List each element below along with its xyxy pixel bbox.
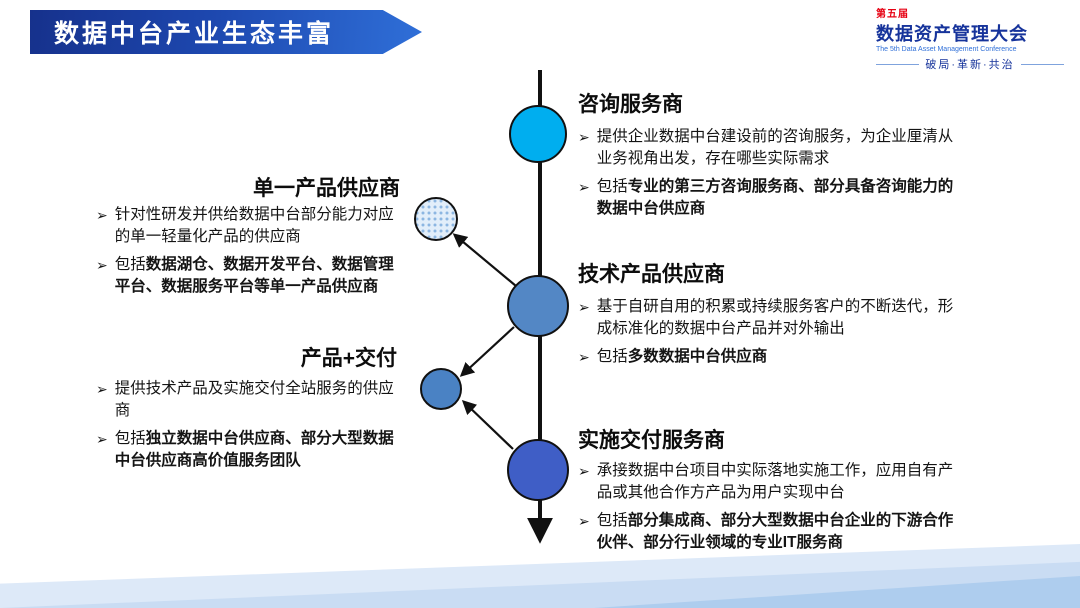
bullet-arrow-icon: ➢: [578, 129, 590, 145]
delivery-node: [507, 439, 569, 501]
bullet-item: ➢ 包括多数数据中台供应商: [578, 346, 966, 368]
bullet-item: ➢ 包括数据湖仓、数据开发平台、数据管理平台、数据服务平台等单一产品供应商: [96, 254, 396, 297]
bullet-item: ➢ 提供技术产品及实施交付全站服务的供应商: [96, 378, 396, 421]
logo-subtitle: The 5th Data Asset Management Conference: [876, 46, 1017, 53]
bullet-list-product-delivery: ➢ 提供技术产品及实施交付全站服务的供应商 ➢ 包括独立数据中台供应商、部分大型数据中…: [96, 378, 396, 479]
bullet-text: 基于自研自用的积累或持续服务客户的不断迭代，形成标准化的数据中台产品并对外输出: [596, 298, 954, 337]
bullet-item: ➢ 承接数据中台项目中实际落地实施工作，应用自有产品或其他合作方产品为用户实现中台: [578, 460, 966, 503]
section-heading-consulting: 咨询服务商: [578, 93, 683, 116]
bullet-item: ➢ 包括独立数据中台供应商、部分大型数据中台供应商高价值服务团队: [96, 428, 396, 471]
bullet-text: 提供技术产品及实施交付全站服务的供应商: [114, 380, 394, 419]
bullet-list-tech-product: ➢ 基于自研自用的积累或持续服务客户的不断迭代，形成标准化的数据中台产品并对外输出…: [578, 296, 966, 376]
consulting-node: [509, 105, 567, 163]
section-heading-tech-product: 技术产品供应商: [578, 263, 725, 286]
bullet-list-consulting: ➢提供企业数据中台建设前的咨询服务，为企业厘清从业务视角出发，存在哪些实际需求➢…: [578, 126, 966, 227]
bullet-text: 包括部分集成商、部分大型数据中台企业的下游合作伙伴、部分行业领域的专业IT服务商: [596, 512, 954, 552]
bullet-text: 包括多数数据中台供应商: [596, 348, 768, 366]
conference-logo: 第五届 数据资产管理大会 The 5th Data Asset Manageme…: [876, 5, 1064, 72]
bullet-item: ➢ 包括部分集成商、部分大型数据中台企业的下游合作伙伴、部分行业领域的专业IT服务…: [578, 510, 966, 553]
bullet-arrow-icon: ➢: [578, 463, 590, 479]
bullet-arrow-icon: ➢: [96, 257, 108, 274]
bullet-text: 包括数据湖仓、数据开发平台、数据管理平台、数据服务平台等单一产品供应商: [114, 256, 394, 296]
bullet-item: ➢ 包括专业的第三方咨询服务商、部分具备咨询能力的数据中台供应商: [578, 176, 966, 219]
bullet-arrow-icon: ➢: [578, 513, 590, 530]
tech-product-node: [507, 275, 569, 337]
bullet-arrow-icon: ➢: [578, 299, 590, 315]
arrow-tech-to-product-delivery: [459, 326, 515, 377]
bullet-text: 包括独立数据中台供应商、部分大型数据中台供应商高价值服务团队: [114, 430, 394, 470]
bullet-text: 针对性研发并供给数据中台部分能力对应的单一轻量化产品的供应商: [114, 206, 394, 245]
single-product-node: [414, 197, 458, 241]
logo-edition: 第五届: [876, 9, 909, 20]
bullet-arrow-icon: ➢: [578, 179, 590, 196]
logo-slogan-text: 破局·革新·共治: [925, 59, 1015, 71]
bullet-item: ➢ 提供企业数据中台建设前的咨询服务，为企业厘清从业务视角出发，存在哪些实际需求: [578, 126, 966, 169]
bullet-text: 包括专业的第三方咨询服务商、部分具备咨询能力的数据中台供应商: [596, 178, 954, 218]
bullet-arrow-icon: ➢: [96, 381, 108, 397]
bullet-item: ➢ 基于自研自用的积累或持续服务客户的不断迭代，形成标准化的数据中台产品并对外输出: [578, 296, 966, 339]
logo-name: 数据资产管理大会: [876, 24, 1028, 44]
bullet-text: 提供企业数据中台建设前的咨询服务，为企业厘清从业务视角出发，存在哪些实际需求: [596, 128, 954, 167]
bullet-arrow-icon: ➢: [578, 349, 590, 366]
section-heading-delivery: 实施交付服务商: [578, 429, 725, 452]
bullet-list-single-product: ➢ 针对性研发并供给数据中台部分能力对应的单一轻量化产品的供应商 ➢ 包括数据湖仓、数…: [96, 204, 396, 305]
bullet-item: ➢ 针对性研发并供给数据中台部分能力对应的单一轻量化产品的供应商: [96, 204, 396, 247]
logo-slogan: 破局·革新·共治: [876, 56, 1064, 72]
section-heading-product-delivery: 产品+交付: [300, 347, 397, 370]
bullet-arrow-icon: ➢: [96, 431, 108, 448]
bullet-list-delivery: ➢ 承接数据中台项目中实际落地实施工作，应用自有产品或其他合作方产品为用户实现中台…: [578, 460, 966, 561]
arrow-tech-to-single-product: [452, 233, 517, 287]
arrow-delivery-to-product-delivery: [461, 400, 514, 450]
section-heading-single-product: 单一产品供应商: [253, 177, 400, 200]
product-delivery-node: [420, 368, 462, 410]
page-title: 数据中台产业生态丰富: [54, 20, 335, 48]
bullet-arrow-icon: ➢: [96, 207, 108, 223]
bullet-text: 承接数据中台项目中实际落地实施工作，应用自有产品或其他合作方产品为用户实现中台: [596, 462, 954, 501]
slide-title-banner: 数据中台产业生态丰富: [30, 10, 422, 54]
